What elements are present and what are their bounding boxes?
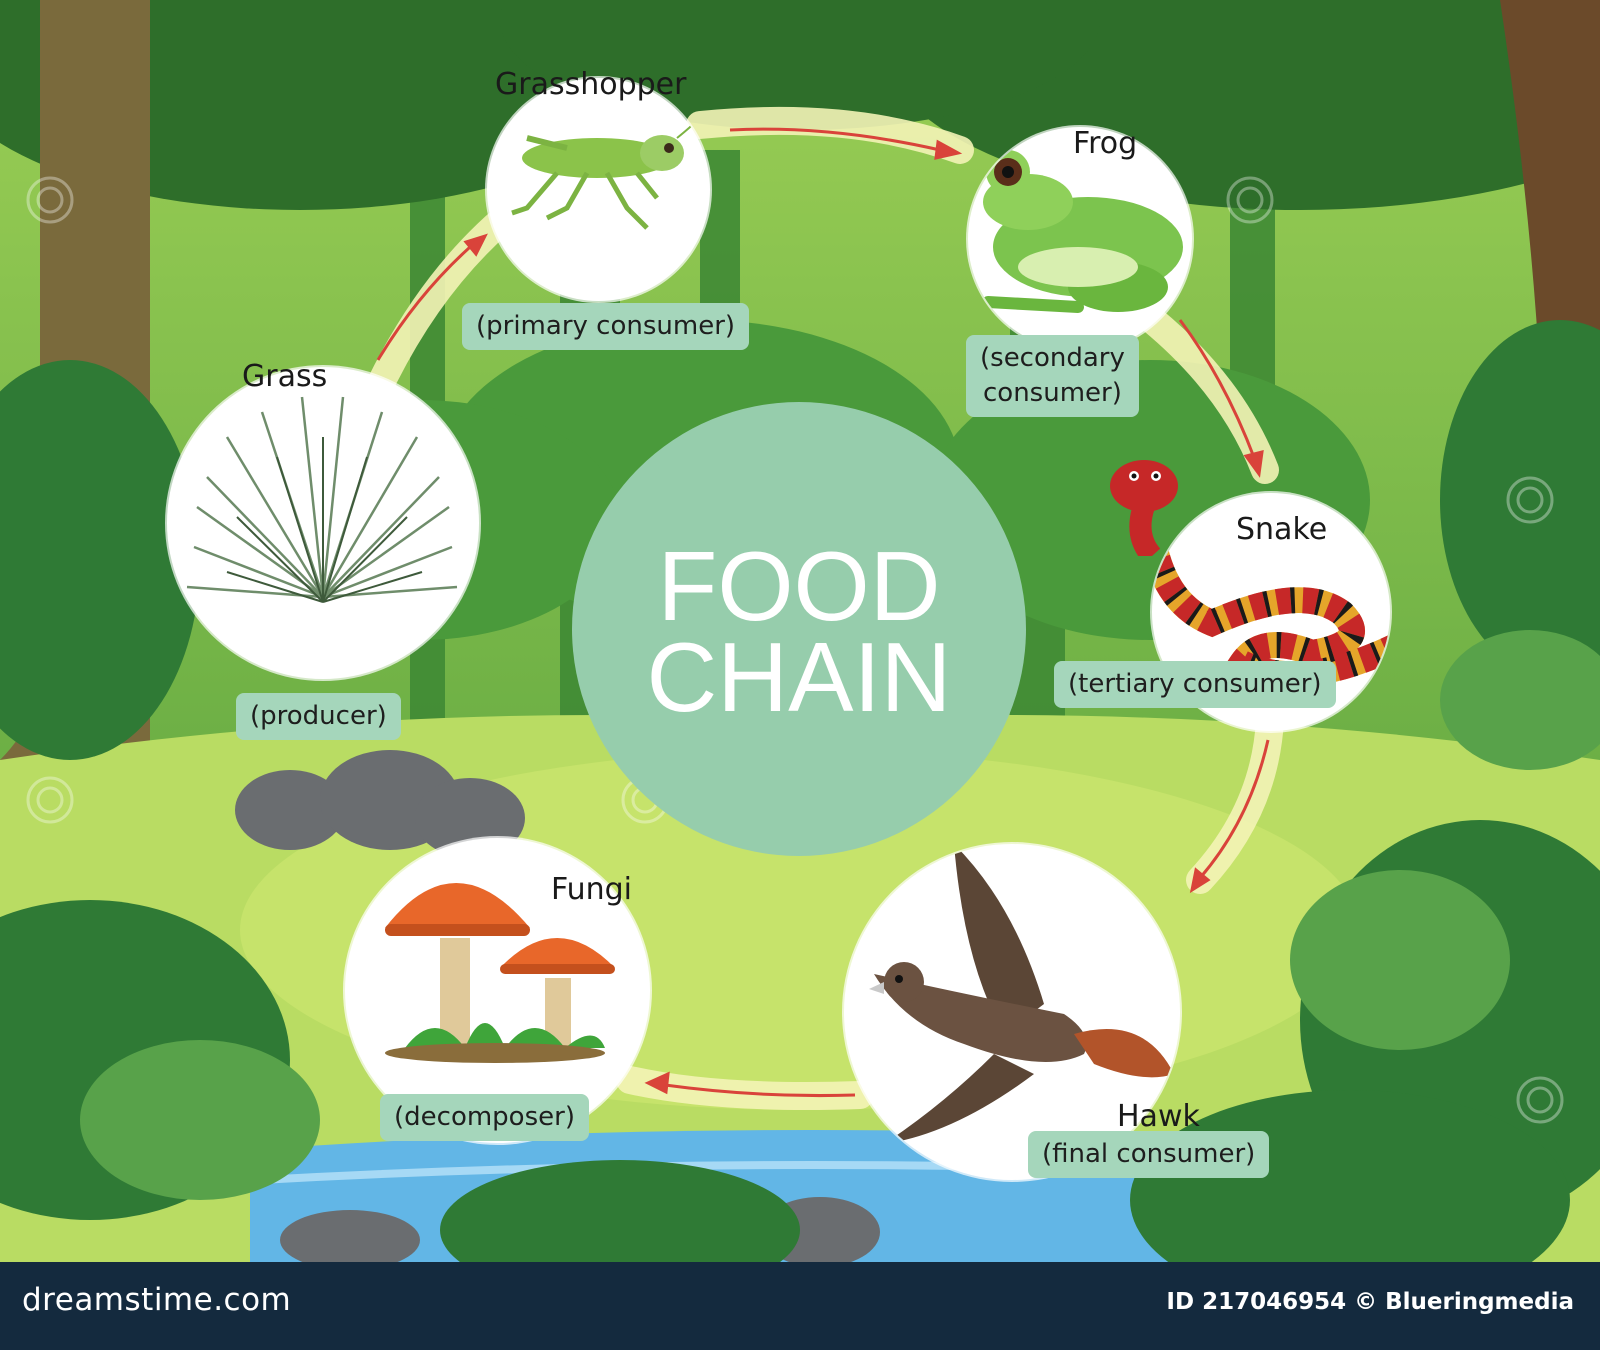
arrow-grass-to-grasshopper [376,238,479,361]
grass-icon [186,396,458,603]
grasshopper-name: Grasshopper [495,67,687,102]
frog-role-line-2: consumer) [983,378,1122,409]
snake-head-icon [1110,460,1178,556]
grass-role: (producer) [236,693,401,741]
forest-scene: FOOD CHAIN Grass (producer) [0,0,1600,1262]
footer-bar: dreamstime.com ID 217046954 © Blueringme… [0,1262,1600,1350]
fungi-role: (decomposer) [380,1094,589,1142]
hawk-role: (final consumer) [1028,1131,1270,1179]
image-credit: ID 217046954 © Blueringmedia [1166,1289,1574,1315]
fungi-node [345,838,650,1143]
title-line-1: FOOD [657,531,941,641]
grass-name: Grass [242,359,328,394]
hawk-node [844,844,1180,1180]
arrow-hawk-to-fungi [664,1083,856,1098]
arrow-snake-to-hawk [1198,739,1270,879]
hawk-icon [869,844,1174,1144]
hawk-name: Hawk [1117,1099,1200,1134]
arrow-frog-to-snake [1178,319,1257,461]
food-chain-title-circle: FOOD CHAIN [572,402,1026,856]
dreamstime-logo[interactable]: dreamstime.com [22,1282,292,1318]
frog-role-line-1: (secondary [980,343,1125,373]
arrow-grasshopper-to-frog [729,127,941,152]
snake-role: (tertiary consumer) [1054,661,1336,709]
fungi-name: Fungi [551,872,633,907]
title-line-2: CHAIN [646,622,952,732]
frog-name: Frog [1073,126,1138,161]
frog-icon [982,150,1183,313]
grasshopper-icon [511,107,708,230]
grass-node [167,367,479,679]
mushroom-icon [385,883,615,1063]
frog-role: (secondary consumer) [966,335,1139,418]
frog-node [968,127,1192,351]
grasshopper-node [487,78,710,301]
grasshopper-role: (primary consumer) [462,303,750,351]
snake-name: Snake [1236,512,1328,547]
